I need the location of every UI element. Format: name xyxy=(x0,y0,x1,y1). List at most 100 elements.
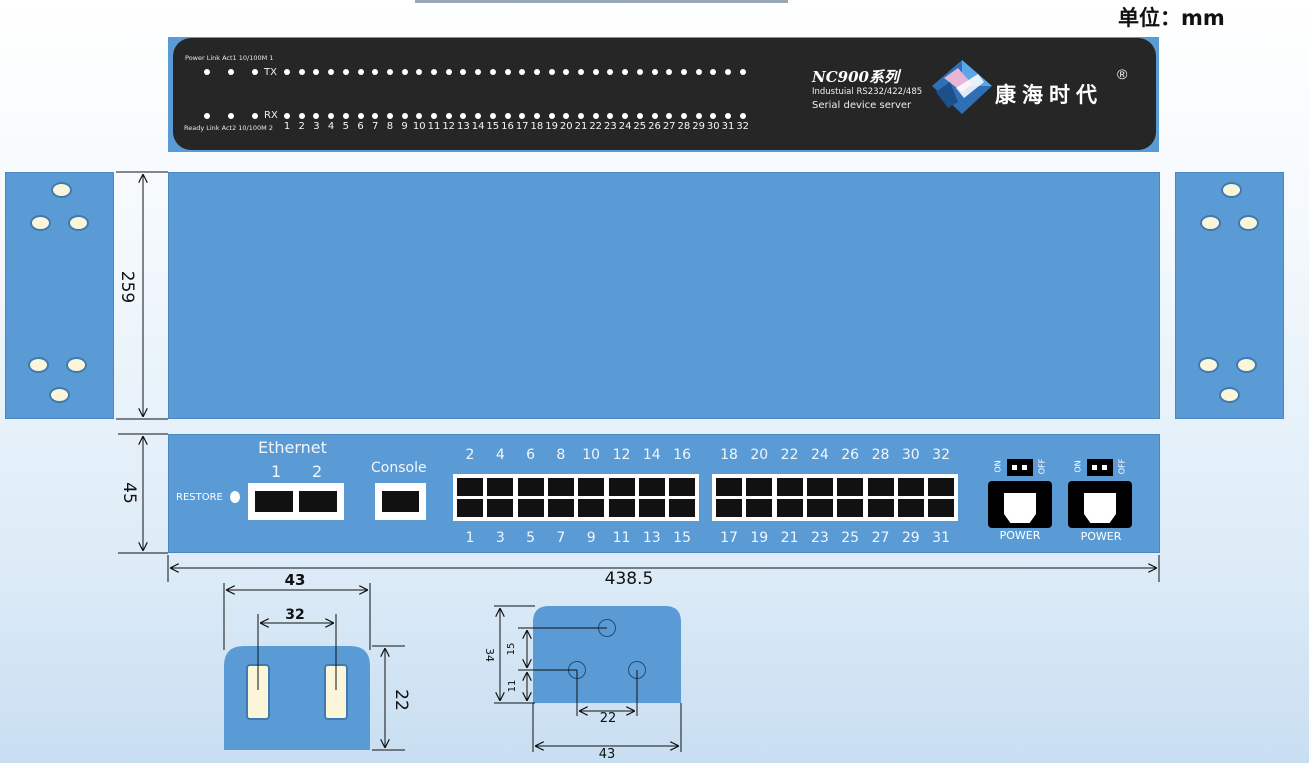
serial-port[interactable] xyxy=(776,478,803,496)
serial-port[interactable] xyxy=(806,478,833,496)
rx-led xyxy=(533,113,540,119)
front-port-number: 20 xyxy=(559,121,573,132)
serial-port[interactable] xyxy=(608,478,635,496)
serial-port[interactable] xyxy=(716,478,742,496)
serial-port[interactable] xyxy=(928,478,955,496)
power-inlet-1[interactable] xyxy=(988,481,1052,528)
front-bottom-legend: Ready Link Act2 10/100M 2 xyxy=(184,124,273,132)
serial-port[interactable] xyxy=(837,499,864,517)
tx-led xyxy=(431,69,437,75)
model-subtitle-2: Serial device server xyxy=(812,100,912,111)
power-socket-1 xyxy=(1004,493,1036,523)
serial-port-number: 30 xyxy=(901,447,920,463)
serial-port-number: 21 xyxy=(780,530,799,546)
serial-port[interactable] xyxy=(517,499,544,517)
rx-led xyxy=(578,113,584,119)
tx-led xyxy=(284,69,290,75)
top-view-chassis xyxy=(168,172,1160,419)
front-port-number: 3 xyxy=(313,121,320,132)
serial-port[interactable] xyxy=(638,478,665,496)
mount-hole xyxy=(51,182,72,198)
unit-label: 单位：mm xyxy=(1118,6,1225,30)
serial-port[interactable] xyxy=(746,478,773,496)
serial-port[interactable] xyxy=(457,478,483,496)
serial-port-number: 20 xyxy=(750,447,769,463)
serial-port[interactable] xyxy=(578,499,605,517)
serial-port-number: 28 xyxy=(871,447,890,463)
serial-port[interactable] xyxy=(897,499,924,517)
front-panel xyxy=(173,38,1156,150)
serial-port-number: 31 xyxy=(932,530,950,546)
serial-port[interactable] xyxy=(746,499,773,517)
serial-port[interactable] xyxy=(867,499,894,517)
tx-led xyxy=(666,69,673,75)
serial-port-number: 7 xyxy=(556,530,566,546)
serial-port-number: 12 xyxy=(612,447,631,463)
mount-hole xyxy=(1219,387,1240,403)
left-ear xyxy=(5,172,114,419)
mount-hole xyxy=(68,215,89,231)
ethernet-port-2[interactable] xyxy=(299,491,337,512)
tx-led xyxy=(622,69,629,75)
height-dimension: 45 xyxy=(119,482,139,504)
front-port-number: 10 xyxy=(412,121,426,132)
power-socket-2 xyxy=(1084,493,1116,523)
ethernet-port-1[interactable] xyxy=(255,491,293,512)
serial-port[interactable] xyxy=(457,499,483,517)
serial-port-number: 17 xyxy=(720,530,738,546)
serial-port-number: 32 xyxy=(932,447,950,463)
top-edge-bar xyxy=(415,0,788,3)
serial-port[interactable] xyxy=(608,499,635,517)
rx-led xyxy=(695,113,702,119)
serial-port-number: 23 xyxy=(810,530,829,546)
power-switch-1[interactable] xyxy=(1007,459,1033,476)
tx-led xyxy=(710,69,717,75)
tx-led xyxy=(680,69,687,75)
rx-led xyxy=(386,113,393,119)
rx-led xyxy=(666,113,673,119)
serial-port[interactable] xyxy=(776,499,803,517)
rx-led xyxy=(313,113,320,119)
serial-port-number: 5 xyxy=(526,530,536,546)
serial-port[interactable] xyxy=(806,499,833,517)
serial-port[interactable] xyxy=(897,478,924,496)
front-port-number: 32 xyxy=(736,121,750,132)
switch-dot xyxy=(1092,465,1097,470)
serial-port[interactable] xyxy=(716,499,742,517)
front-port-number: 30 xyxy=(706,121,720,132)
serial-port[interactable] xyxy=(669,478,696,496)
rx-led xyxy=(504,113,511,119)
serial-port[interactable] xyxy=(928,499,955,517)
front-port-number: 27 xyxy=(662,121,676,132)
restore-button[interactable] xyxy=(230,491,240,503)
mount-hole xyxy=(66,357,87,373)
mount-hole xyxy=(28,357,49,373)
front-port-number: 31 xyxy=(721,121,735,132)
front-port-number: 12 xyxy=(442,121,456,132)
serial-port[interactable] xyxy=(517,478,544,496)
ethernet-label: Ethernet xyxy=(258,438,327,457)
power-inlet-2[interactable] xyxy=(1068,481,1132,528)
serial-port[interactable] xyxy=(578,478,605,496)
front-port-number: 7 xyxy=(372,121,379,132)
rx-led xyxy=(342,113,349,119)
serial-port[interactable] xyxy=(867,478,894,496)
serial-port-number: 25 xyxy=(841,530,860,546)
serial-port[interactable] xyxy=(547,499,574,517)
serial-port[interactable] xyxy=(547,478,574,496)
power-switch-2[interactable] xyxy=(1087,459,1113,476)
serial-port-number: 14 xyxy=(642,447,661,463)
model-subtitle-1: Industuial RS232/422/485 xyxy=(812,87,923,97)
serial-port[interactable] xyxy=(487,499,514,517)
serial-port[interactable] xyxy=(638,499,665,517)
tx-led xyxy=(401,69,408,75)
serial-port[interactable] xyxy=(487,478,514,496)
serial-port[interactable] xyxy=(669,499,696,517)
tx-led xyxy=(578,69,584,75)
serial-port[interactable] xyxy=(837,478,864,496)
bracket-b-offset-1-dimension: 15 xyxy=(506,643,517,656)
front-port-number: 29 xyxy=(692,121,705,132)
serial-port-number: 22 xyxy=(780,447,799,463)
console-label: Console xyxy=(371,460,427,476)
console-port[interactable] xyxy=(382,491,419,512)
